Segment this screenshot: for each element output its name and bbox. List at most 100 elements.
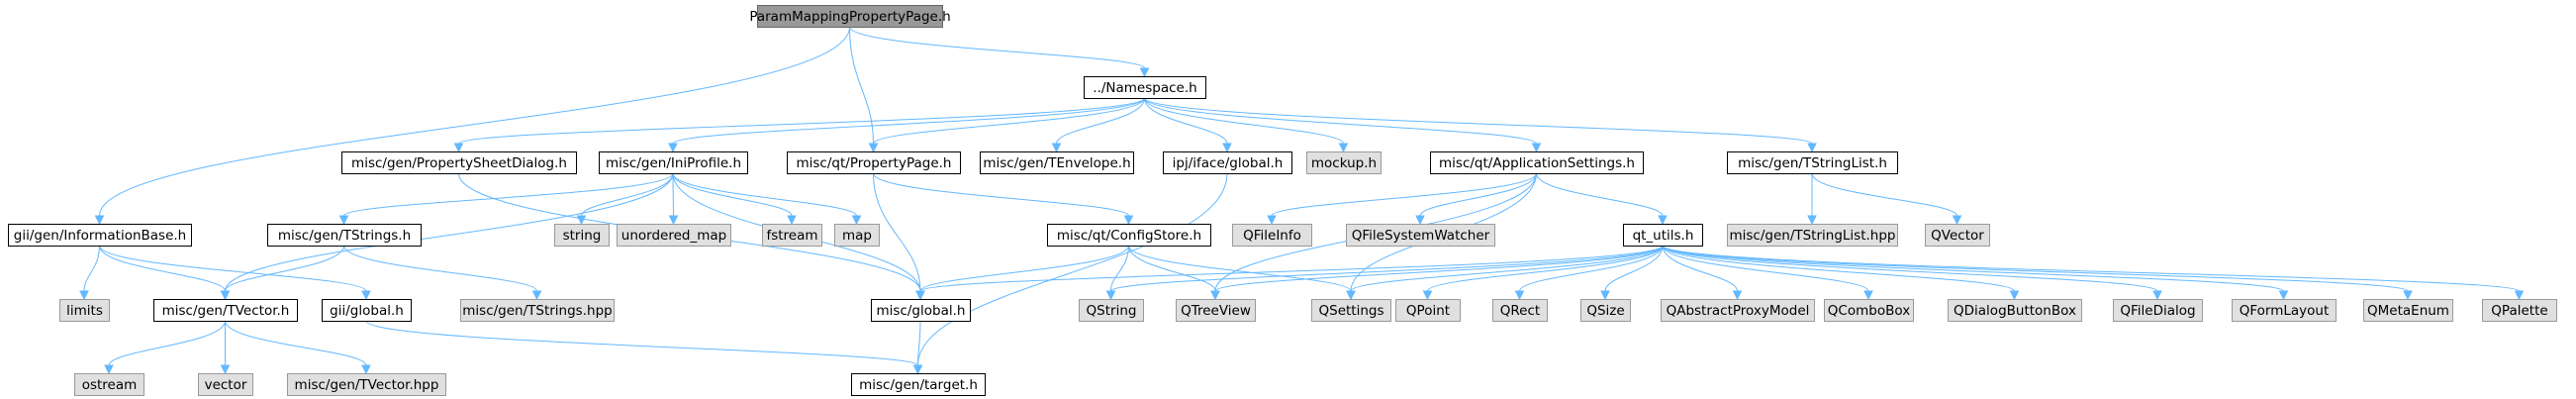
node-box [198,373,253,396]
node-giiglobal[interactable]: gii/global.h [322,299,412,322]
node-qpalette: QPalette [2482,299,2557,322]
node-box [1079,299,1144,322]
node-tvector[interactable]: misc/gen/TVector.h [153,299,298,322]
edge-tvector-to-tvectorhpp [225,320,371,375]
node-label: QFileInfo [1243,228,1301,244]
edge-ns-to-ipjglobal [1144,97,1232,153]
edge-qtutils-to-qpalette [1662,245,2525,301]
node-label: QAbstractProxyModel [1667,303,1810,319]
node-vector: vector [198,373,253,396]
edge-qtutils-to-qfiledialog [1662,245,2162,301]
node-box [1163,151,1292,174]
edge-qtutils-to-qrect [1514,245,1664,301]
node-tstringlist[interactable]: misc/gen/TStringList.h [1727,151,1898,174]
node-box [341,151,577,174]
node-ipjglobal[interactable]: ipj/iface/global.h [1163,151,1292,174]
edge-root-to-proppage [849,26,879,153]
node-tstringlisthpp: misc/gen/TStringList.hpp [1727,224,1898,247]
node-label: misc/gen/TStrings.h [278,228,411,244]
node-propsheet[interactable]: misc/gen/PropertySheetDialog.h [341,151,577,174]
node-miscglobal[interactable]: misc/global.h [871,299,971,322]
node-tstrings[interactable]: misc/gen/TStrings.h [267,224,422,247]
edge-giiglobal-to-target [365,320,923,375]
edge-infobase-to-limits [79,245,100,301]
edge-qtutils-to-qformlayout [1662,245,2289,301]
node-box [787,151,961,174]
edge-ns-to-tenvelope [1051,97,1145,153]
node-box [1430,151,1644,174]
node-qrect: QRect [1492,299,1548,322]
edge-qtutils-to-qsize [1600,245,1664,301]
node-label: misc/gen/TStringList.h [1738,155,1887,171]
node-label: QDialogButtonBox [1954,303,2076,319]
node-label: QPalette [2491,303,2547,319]
node-label: gii/gen/InformationBase.h [14,228,186,244]
node-label: map [842,228,872,244]
node-tenvelope[interactable]: misc/gen/TEnvelope.h [980,151,1134,174]
node-label: fstream [766,228,817,244]
node-label: qt_utils.h [1633,228,1694,244]
node-ns[interactable]: ../Namespace.h [1084,76,1206,99]
node-label: misc/gen/TStrings.hpp [462,303,612,319]
node-box [599,151,748,174]
edge-tvector-to-vector [220,320,231,375]
node-iniprofile[interactable]: misc/gen/IniProfile.h [599,151,748,174]
edge-configstore-to-qtreeview [1128,245,1220,301]
edge-iniprofile-to-tstrings [338,172,674,226]
node-label: QComboBox [1828,303,1910,319]
node-infobase[interactable]: gii/gen/InformationBase.h [8,224,192,247]
edge-infobase-to-giiglobal [99,245,371,301]
node-qdbb: QDialogButtonBox [1948,299,2082,322]
node-fstream: fstream [762,224,822,247]
node-label: ostream [82,377,138,393]
edge-appsettings-to-qtutils [1536,172,1668,226]
node-box [1623,224,1703,247]
node-label: ipj/iface/global.h [1173,155,1284,171]
node-box [1727,151,1898,174]
node-box [2363,299,2453,322]
node-label: misc/gen/TStringList.hpp [1729,228,1895,244]
node-target[interactable]: misc/gen/target.h [851,373,986,396]
node-box [1824,299,1914,322]
node-qformlayout: QFormLayout [2232,299,2337,322]
edge-miscglobal-to-target [912,320,923,375]
node-label: ../Namespace.h [1093,80,1196,96]
node-root[interactable]: ParamMappingPropertyPage.h [749,5,951,28]
edge-qtutils-to-qpoint [1422,245,1664,301]
node-box [1661,299,1815,322]
node-proppage[interactable]: misc/qt/PropertyPage.h [787,151,961,174]
node-box [460,299,615,322]
node-tvectorhpp: misc/gen/TVector.hpp [287,373,446,396]
edge-configstore-to-miscglobal [915,245,1129,301]
edge-root-to-infobase [94,26,850,226]
node-qstring: QString [1079,299,1144,322]
node-box [2232,299,2337,322]
node-string: string [554,224,610,247]
node-label: QTreeView [1181,303,1251,319]
node-box [267,224,422,247]
node-box [322,299,412,322]
node-label: misc/qt/PropertyPage.h [797,155,952,171]
node-box [1232,224,1312,247]
node-configstore[interactable]: misc/qt/ConfigStore.h [1047,224,1211,247]
edge-qtutils-to-qsettings [1346,245,1664,301]
edge-qtutils-to-qcombobox [1662,245,1873,301]
node-label: misc/qt/ApplicationSettings.h [1439,155,1635,171]
node-qtutils[interactable]: qt_utils.h [1623,224,1703,247]
node-box [8,224,192,247]
edge-ns-to-tstringlist [1144,97,1817,153]
node-label: QVector [1931,228,1984,244]
edge-iniprofile-to-unordered_map [668,172,679,226]
edge-tstrings-to-tvector [220,245,344,301]
edge-qtutils-to-qtreeview [1210,245,1664,301]
node-label: QFormLayout [2240,303,2330,319]
node-label: QFileSystemWatcher [1352,228,1490,244]
edge-ns-to-mockup [1144,97,1349,153]
node-appsettings[interactable]: misc/qt/ApplicationSettings.h [1430,151,1644,174]
edge-iniprofile-to-string [576,172,674,226]
edge-qtutils-to-qmetaenum [1662,245,2413,301]
graph-edges [79,26,2525,375]
node-qpoint: QPoint [1395,299,1461,322]
node-label: limits [66,303,103,319]
node-qcombobox: QComboBox [1824,299,1914,322]
